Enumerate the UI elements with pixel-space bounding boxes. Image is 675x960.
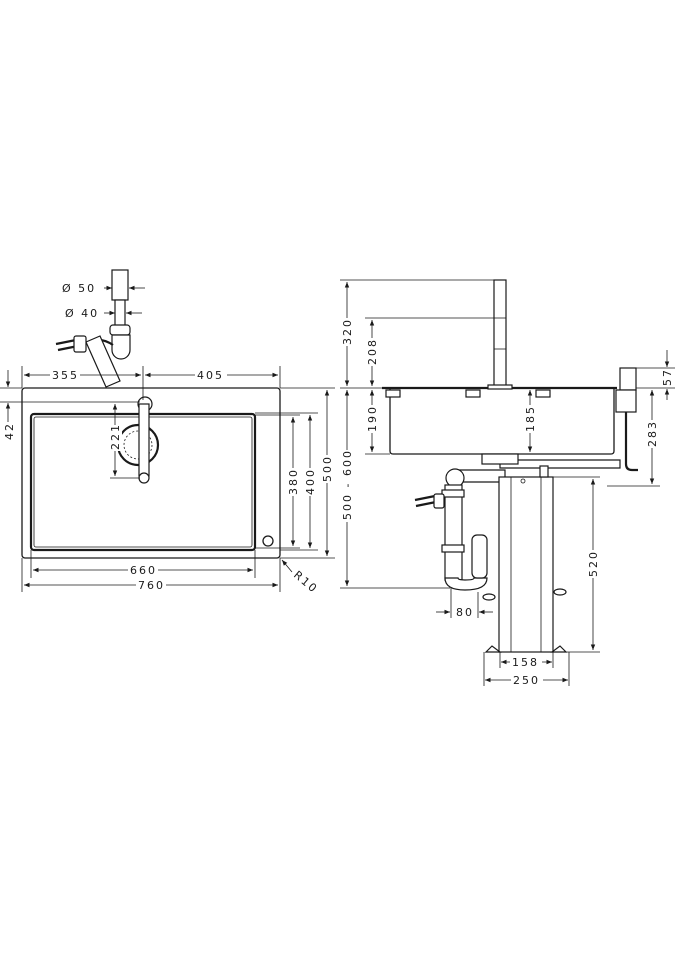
dim-520: 520 bbox=[587, 550, 600, 577]
sink-outline bbox=[21, 387, 281, 559]
dim-208: 208 bbox=[366, 338, 379, 365]
dim-r10: R10 bbox=[291, 568, 321, 596]
strainer-icon bbox=[116, 423, 160, 467]
dim-500-600: 500 - 600 bbox=[341, 449, 354, 520]
dim-760: 760 bbox=[138, 579, 165, 592]
sink-basin-section bbox=[389, 388, 615, 455]
dim-221: 221 bbox=[109, 423, 122, 450]
overflow-hole bbox=[262, 535, 274, 547]
dim-380: 380 bbox=[287, 468, 300, 495]
drain-siphon bbox=[414, 453, 519, 591]
plan-view: 355 405 Ø 50 Ø 40 42 221 380 400 500 bbox=[0, 269, 335, 596]
faucet-column bbox=[487, 279, 513, 390]
side-view: 320 208 190 185 500 - 600 57 283 520 80 bbox=[340, 279, 675, 687]
overflow-fitting bbox=[499, 367, 638, 472]
dim-320: 320 bbox=[341, 318, 354, 345]
dim-405: 405 bbox=[197, 369, 224, 382]
dim-diameter-50: Ø 50 bbox=[62, 282, 96, 295]
dim-57: 57 bbox=[661, 368, 674, 386]
dim-250: 250 bbox=[513, 674, 540, 687]
dim-355: 355 bbox=[52, 369, 79, 382]
dim-42: 42 bbox=[3, 422, 16, 440]
cabinet-leg bbox=[482, 465, 568, 653]
dim-283: 283 bbox=[646, 420, 659, 447]
dim-660: 660 bbox=[130, 564, 157, 577]
faucet-top bbox=[137, 396, 153, 484]
dim-185: 185 bbox=[524, 405, 537, 432]
dim-diameter-40: Ø 40 bbox=[65, 307, 99, 320]
dim-500: 500 bbox=[321, 455, 334, 482]
dim-158: 158 bbox=[512, 656, 539, 669]
dim-400: 400 bbox=[304, 468, 317, 495]
dim-190: 190 bbox=[366, 405, 379, 432]
dim-80: 80 bbox=[456, 606, 474, 619]
